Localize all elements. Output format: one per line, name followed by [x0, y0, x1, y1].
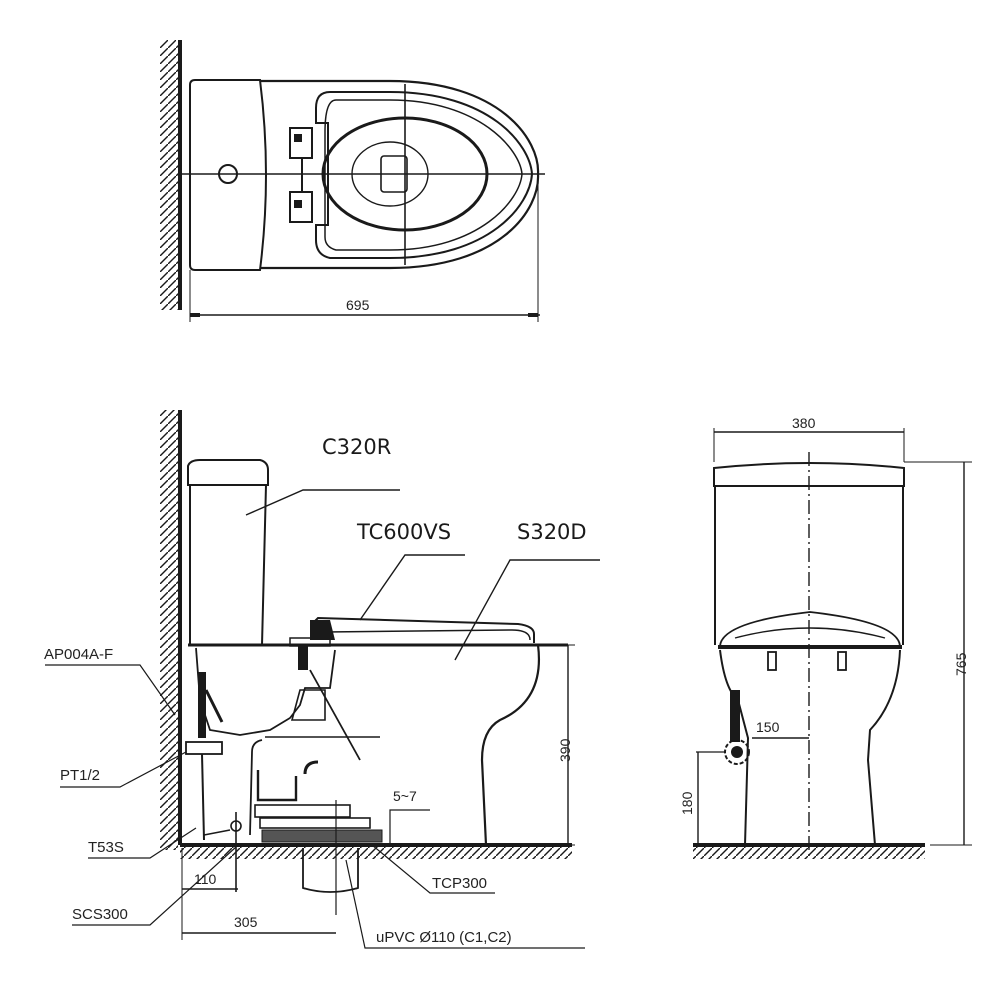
dim-seat-height: 390	[557, 738, 573, 762]
angle-valve	[198, 672, 206, 738]
dim-inlet-lateral: 150	[756, 719, 780, 735]
cistern-body	[189, 484, 267, 646]
part-label-bowl: S320D	[517, 520, 587, 544]
hinge-left	[289, 127, 313, 159]
dim-total-height: 765	[953, 652, 969, 676]
cistern-lid	[187, 459, 269, 486]
seat-lid	[311, 616, 535, 643]
callout-angle-valve: AP004A-F	[44, 646, 114, 663]
callout-flex-hose: T53S	[88, 839, 124, 856]
front-bowl-right	[866, 649, 901, 846]
front-tank-lid	[713, 462, 905, 487]
wall-hatch-side	[160, 410, 178, 850]
part-label-cistern: C320R	[322, 435, 392, 459]
drain-pipe	[302, 848, 359, 893]
dim-overall-length: 695	[346, 297, 370, 313]
flex-hose	[201, 753, 205, 841]
bowl-front	[480, 644, 540, 846]
callout-flange: SCS300	[72, 906, 128, 923]
callout-inlet-thread: PT1/2	[60, 767, 101, 784]
dim-width: 380	[792, 415, 816, 431]
cistern-top	[189, 79, 267, 271]
callout-connector: TCP300	[432, 875, 488, 892]
callout-drain-pipe: uPVC Ø110 (C1,C2)	[376, 929, 512, 946]
dim-rough-in: 305	[234, 914, 258, 930]
dim-gap: 5~7	[393, 788, 417, 804]
top-view	[160, 40, 545, 322]
seat-inner	[324, 99, 523, 251]
side-view	[45, 410, 600, 949]
seat-rim	[315, 91, 534, 259]
part-label-seat: TC600VS	[357, 520, 452, 544]
seat-hinge	[310, 620, 335, 640]
trapway	[195, 647, 336, 736]
front-view	[693, 428, 972, 860]
front-tank-body	[714, 486, 904, 645]
wall-hatch	[160, 40, 178, 310]
dim-inlet-offset: 110	[194, 871, 217, 887]
dim-inlet-height: 180	[679, 791, 695, 815]
